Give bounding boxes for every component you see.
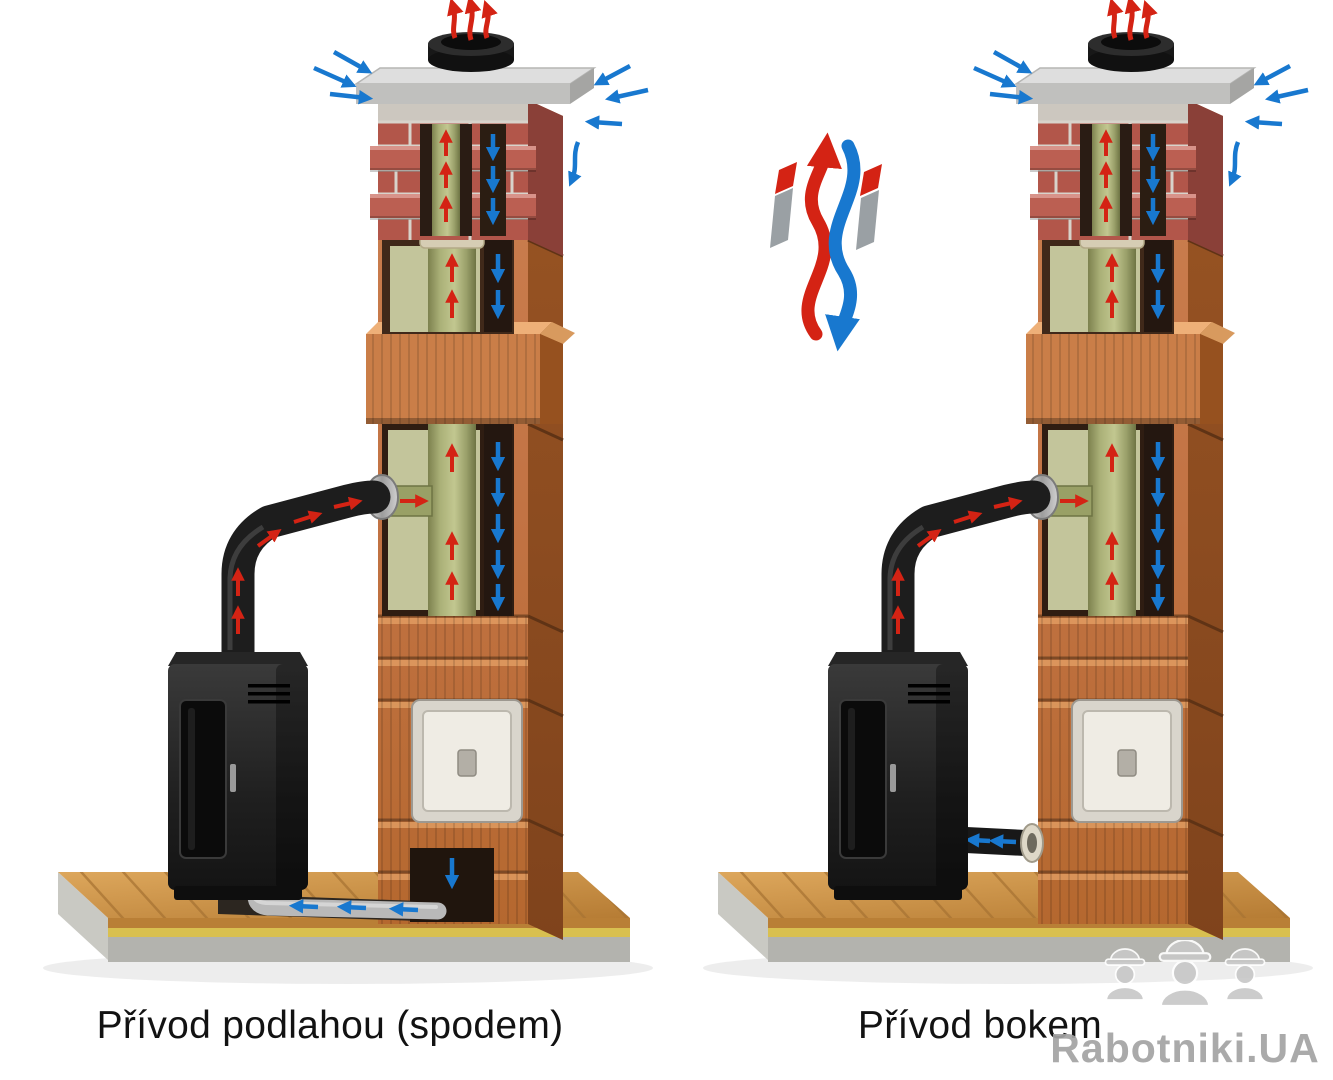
figure-floor-supply: [43, 4, 653, 984]
airflow-legend: [770, 132, 882, 352]
watermark-text: Rabotniki.UA: [1050, 1025, 1320, 1071]
intake-arrows-duct: [964, 833, 1017, 849]
side-air-duct: [953, 823, 1044, 863]
figure-side-supply: [703, 4, 1313, 984]
builders-icon: [1104, 938, 1266, 1008]
caption-side-supply: Přívod bokem: [857, 1004, 1103, 1047]
watermark: Rabotniki.UA: [1045, 938, 1325, 1072]
legend-exhaust-arrow: [801, 132, 842, 341]
caption-floor-supply: Přívod podlahou (spodem): [96, 1004, 564, 1047]
legend-intake-arrow: [825, 139, 861, 352]
